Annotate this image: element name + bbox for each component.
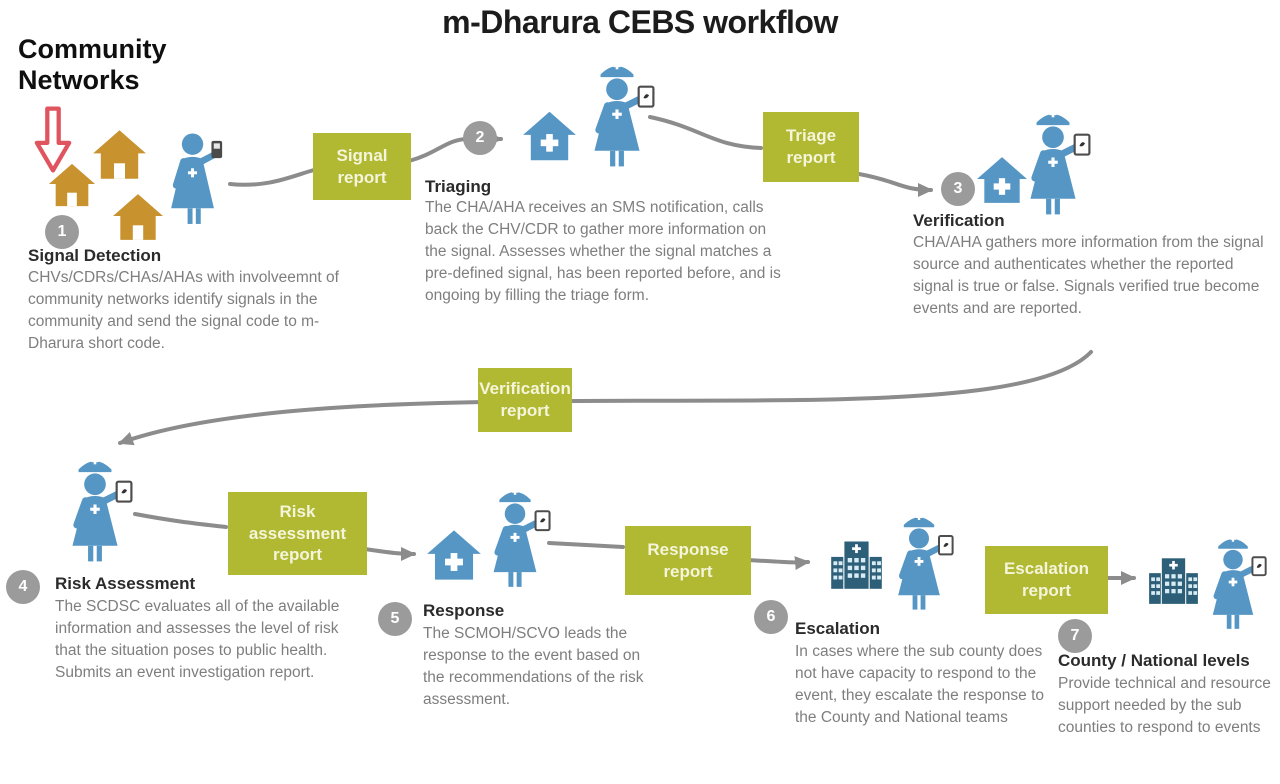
nurse-with-tablet-icon [578,57,656,177]
risk-assessment-report-box: Risk assessment report [228,492,367,575]
step-2-description: The CHA/AHA receives an SMS notification… [425,199,781,304]
hospital-building-icon [1149,558,1198,604]
connector-step5-to-response-report [547,541,625,549]
verification-report-label: Verification report [479,379,571,420]
escalation-report-box: Escalation report [985,546,1108,614]
community-networks-label: Community Networks [18,34,167,95]
step-1-badge: 1 [45,215,79,249]
step-7-badge: 7 [1058,619,1092,653]
step-4-badge: 4 [6,570,40,604]
house-icon [113,194,163,240]
nurse-with-tablet-icon [1014,104,1092,226]
step-3-number: 3 [953,180,963,197]
connector-step1-to-signal-report [228,168,316,187]
response-report-label: Response report [647,539,729,581]
connector-step2-to-triage-report [648,115,763,150]
nurse-with-tablet-icon [478,481,552,599]
step-2-title: Triaging [425,177,492,196]
step-6-badge: 6 [754,600,788,634]
connector-step3-to-step4-via-verification-report [118,350,1093,446]
triage-report-label: Triage report [785,126,837,167]
house-icon [93,130,146,179]
connector-response-report-to-step6 [747,556,810,571]
connector-step4-to-risk-report [133,512,228,529]
step-3-description: CHA/AHA gathers more information from th… [913,234,1264,317]
signal-report-box: Signal report [313,133,411,200]
step-4-number: 4 [18,578,28,595]
connector-triage-report-to-step3 [857,172,933,197]
triage-report-box: Triage report [763,112,859,182]
step-6-title: Escalation [795,619,881,638]
nurse-with-tablet-icon [1198,526,1268,643]
house-icon [48,163,96,207]
step-4-description: The SCDSC evaluates all of the available… [55,598,340,681]
page-title: m-Dharura CEBS workflow [442,4,838,40]
verification-report-box: Verification report [478,368,572,432]
response-report-box: Response report [625,526,751,595]
step-2-number: 2 [475,129,485,146]
step-3-title: Verification [913,211,1005,230]
step-6-description: In cases where the sub county does not h… [795,643,1045,726]
step-5-number: 5 [390,610,400,627]
hospital-building-icon [831,541,882,589]
escalation-report-label: Escalation report [1003,559,1090,600]
step-2-badge: 2 [463,121,497,155]
step-1-description: CHVs/CDRs/CHAs/AHAs with involveemnt of … [28,269,339,352]
clinic-house-cross-icon [523,111,576,161]
step-7-number: 7 [1070,627,1080,644]
risk-assessment-report-label: Risk assessment report [248,501,347,565]
step-7-title: County / National levels [1058,651,1250,670]
step-7-description: Provide technical and resource support n… [1058,675,1271,736]
person-with-phone-icon [158,126,232,238]
clinic-house-cross-icon [427,530,481,580]
step-6-number: 6 [766,608,776,625]
step-4-title: Risk Assessment [55,574,196,593]
step-1-number: 1 [57,223,67,240]
nurse-with-tablet-icon [883,506,955,622]
step-5-description: The SCMOH/SCVO leads the response to the… [423,625,644,708]
step-3-badge: 3 [941,172,975,206]
step-5-badge: 5 [378,602,412,636]
nurse-with-tablet-icon [56,450,134,574]
connector-risk-report-to-step5 [363,546,416,561]
step-5-title: Response [423,601,505,620]
step-1-title: Signal Detection [28,246,162,265]
signal-report-label: Signal report [336,145,388,187]
